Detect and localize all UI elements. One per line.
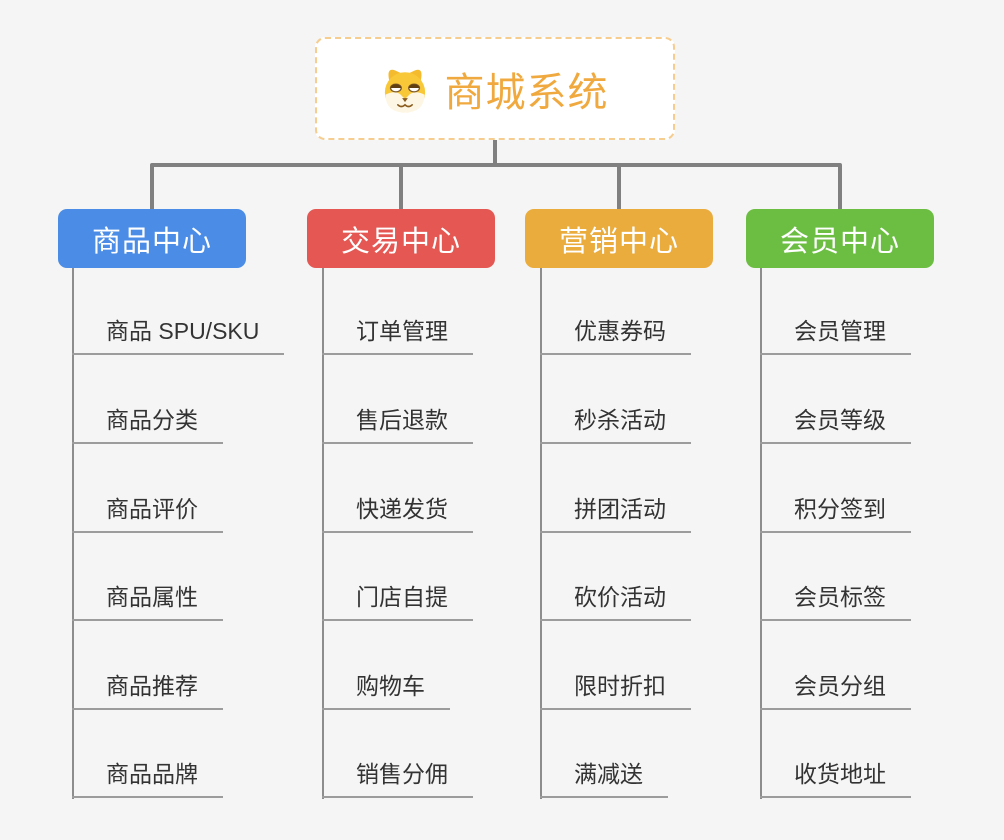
tree-item[interactable]: 售后退款: [322, 407, 473, 444]
tree-line: [72, 268, 74, 799]
tree-item[interactable]: 优惠券码: [540, 318, 691, 355]
tree-item[interactable]: 门店自提: [322, 584, 473, 621]
tree-item[interactable]: 快递发货: [322, 496, 473, 533]
tree-item[interactable]: 会员管理: [760, 318, 911, 355]
branch-trade-center[interactable]: 交易中心: [307, 209, 495, 268]
tree-line: [322, 268, 324, 799]
tree-item[interactable]: 商品品牌: [72, 761, 223, 798]
tree-item[interactable]: 收货地址: [760, 761, 911, 798]
tree-item[interactable]: 限时折扣: [540, 673, 691, 710]
tree-item[interactable]: 商品 SPU/SKU: [72, 318, 285, 355]
dog-face-icon: [382, 64, 428, 114]
tree-item[interactable]: 秒杀活动: [540, 407, 691, 444]
tree-item[interactable]: 拼团活动: [540, 496, 691, 533]
tree-item[interactable]: 商品推荐: [72, 673, 223, 710]
tree-item[interactable]: 积分签到: [760, 496, 911, 533]
tree-item[interactable]: 商品评价: [72, 496, 223, 533]
root-node[interactable]: 商城系统: [315, 37, 675, 140]
tree-item[interactable]: 销售分佣: [322, 761, 473, 798]
branch-member-center[interactable]: 会员中心: [746, 209, 934, 268]
tree-item[interactable]: 商品分类: [72, 407, 223, 444]
tree-line: [540, 268, 542, 799]
tree-item[interactable]: 商品属性: [72, 584, 223, 621]
branch-marketing-center[interactable]: 营销中心: [525, 209, 713, 268]
tree-line: [760, 268, 762, 799]
tree-item[interactable]: 订单管理: [322, 318, 473, 355]
tree-item[interactable]: 会员等级: [760, 407, 911, 444]
tree-item[interactable]: 会员分组: [760, 673, 911, 710]
root-title: 商城系统: [444, 70, 609, 115]
tree-item[interactable]: 砍价活动: [540, 584, 691, 621]
branch-product-center[interactable]: 商品中心: [58, 209, 246, 268]
tree-item[interactable]: 购物车: [322, 673, 450, 710]
tree-item[interactable]: 会员标签: [760, 584, 911, 621]
tree-item[interactable]: 满减送: [540, 761, 668, 798]
